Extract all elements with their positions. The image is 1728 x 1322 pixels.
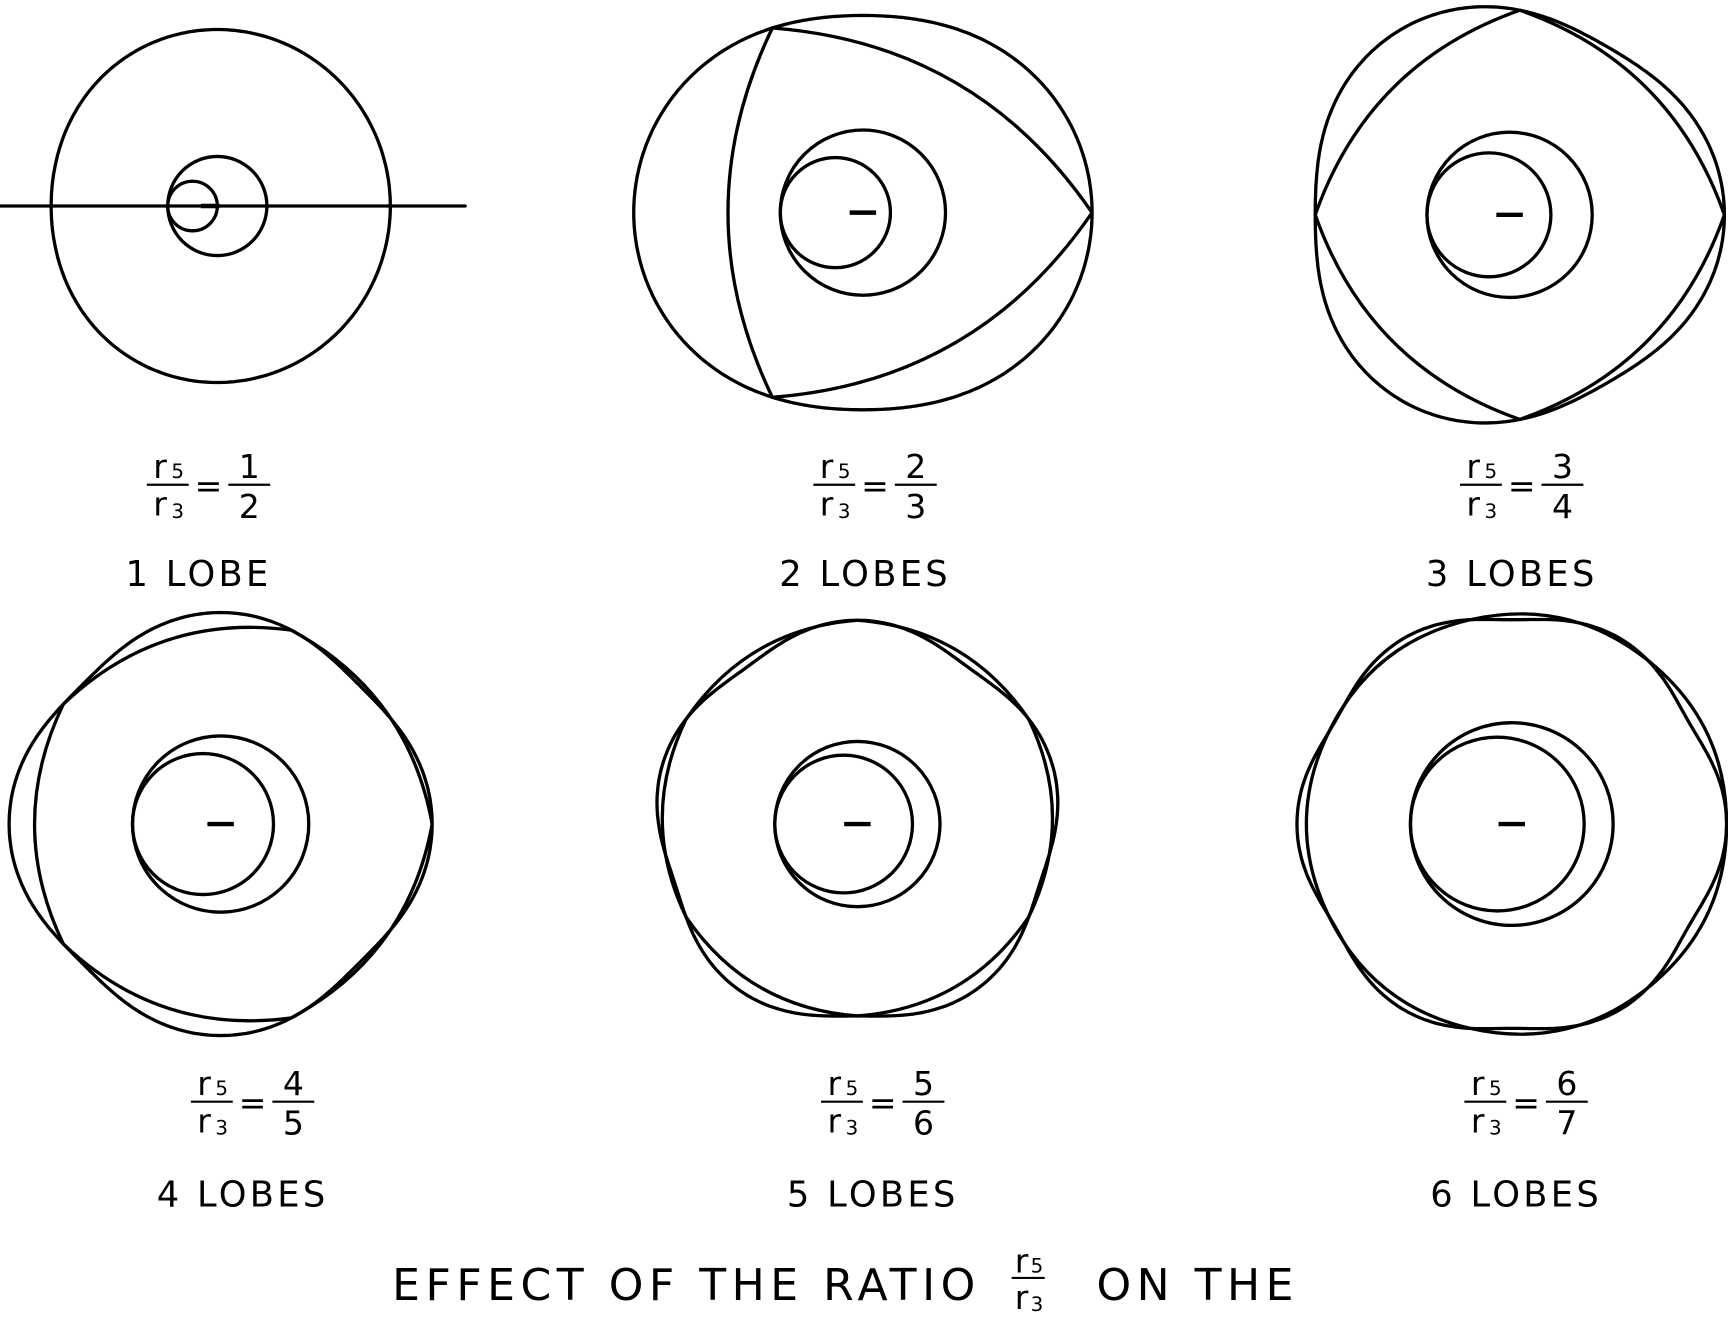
ratio-numerator: 1 — [239, 447, 260, 486]
ratio-r5-subscript: 5 — [846, 1077, 859, 1100]
ratio-r5-symbol: r — [827, 1064, 841, 1103]
figure-1-lobes — [0, 27, 467, 385]
lobe-count-label: 3 LOBES — [1426, 554, 1598, 595]
caption-text-before: EFFECT OF THE RATIO — [392, 1260, 981, 1311]
ratio-numerator: 3 — [1552, 447, 1573, 486]
fixed-gear-circle — [1425, 151, 1553, 279]
equals-sign: = — [239, 1083, 267, 1122]
ratio-r3-symbol: r — [1471, 1102, 1485, 1141]
ratio-denominator: 3 — [905, 487, 926, 526]
ratio-r5-symbol: r — [1015, 1241, 1029, 1280]
equals-sign: = — [869, 1083, 897, 1122]
figure-6-lobes — [1295, 612, 1728, 1036]
ratio-r5-symbol: r — [1466, 447, 1480, 486]
ratio-r3-symbol: r — [153, 485, 167, 524]
rotor-profile — [726, 26, 1094, 399]
ratio-r3-symbol: r — [1015, 1278, 1029, 1317]
lobe-count-label: 2 LOBES — [779, 554, 951, 595]
equals-sign: = — [195, 466, 223, 505]
ratio-r5-subscript: 5 — [1031, 1254, 1044, 1277]
ratio-denominator: 4 — [1552, 487, 1573, 526]
ratio-r3-subscript: 3 — [171, 500, 184, 523]
rotor-profile — [660, 618, 1055, 1018]
ratio-numerator: 2 — [905, 447, 926, 486]
ratio-r5-symbol: r — [153, 447, 167, 486]
ratio-r5-subscript: 5 — [838, 460, 851, 483]
ratio-r5-symbol: r — [820, 447, 834, 486]
ratio-denominator: 7 — [1556, 1104, 1577, 1143]
fixed-gear-circle — [773, 753, 915, 895]
ratio-r3-symbol: r — [197, 1102, 211, 1141]
ratio-denominator: 2 — [239, 487, 260, 526]
figure-5-lobes — [655, 618, 1060, 1018]
ratio-r5-subscript: 5 — [171, 460, 184, 483]
ratio-r3-subscript: 3 — [1489, 1117, 1502, 1140]
ratio-r5-subscript: 5 — [215, 1077, 228, 1100]
figure-2-lobes — [632, 13, 1094, 412]
lobe-count-label: 5 LOBES — [787, 1174, 959, 1215]
ratio-numerator: 5 — [913, 1064, 934, 1103]
fixed-gear-circle — [778, 155, 893, 270]
housing-curve — [632, 13, 1094, 412]
figure-4-lobes — [7, 610, 434, 1038]
ratio-r3-symbol: r — [820, 485, 834, 524]
ratio-denominator: 6 — [913, 1104, 934, 1143]
ratio-r5-symbol: r — [1471, 1064, 1485, 1103]
rotor-profile — [33, 625, 434, 1023]
ratio-r5-subscript: 5 — [1489, 1077, 1502, 1100]
lobe-count-label: 4 LOBES — [157, 1174, 329, 1215]
lobe-count-label: 1 LOBE — [126, 554, 272, 595]
equals-sign: = — [861, 466, 889, 505]
ratio-r3-subscript: 3 — [846, 1117, 859, 1140]
caption: EFFECT OF THE RATIO ON THE — [392, 1260, 1299, 1311]
lobe-count-label: 6 LOBES — [1430, 1174, 1602, 1215]
figure-3-lobes — [1313, 5, 1727, 425]
ratio-r3-symbol: r — [827, 1102, 841, 1141]
ratio-r3-subscript: 3 — [1031, 1293, 1044, 1316]
rotor-profile — [1313, 8, 1726, 422]
ratio-denominator: 5 — [283, 1104, 304, 1143]
caption-text-after: ON THE — [1096, 1260, 1299, 1311]
ratio-numerator: 6 — [1556, 1064, 1577, 1103]
ratio-r3-symbol: r — [1466, 485, 1480, 524]
ratio-r3-subscript: 3 — [215, 1117, 228, 1140]
rotor-profile — [1304, 612, 1728, 1036]
fixed-gear-circle — [1408, 735, 1586, 913]
ratio-r3-subscript: 3 — [838, 500, 851, 523]
ratio-r5-symbol: r — [197, 1064, 211, 1103]
ratio-r5-subscript: 5 — [1485, 460, 1498, 483]
equals-sign: = — [1512, 1083, 1540, 1122]
equals-sign: = — [1508, 466, 1536, 505]
housing-curve — [1295, 617, 1728, 1031]
ratio-r3-subscript: 3 — [1485, 500, 1498, 523]
ratio-numerator: 4 — [283, 1064, 304, 1103]
fixed-gear-circle — [130, 751, 276, 897]
